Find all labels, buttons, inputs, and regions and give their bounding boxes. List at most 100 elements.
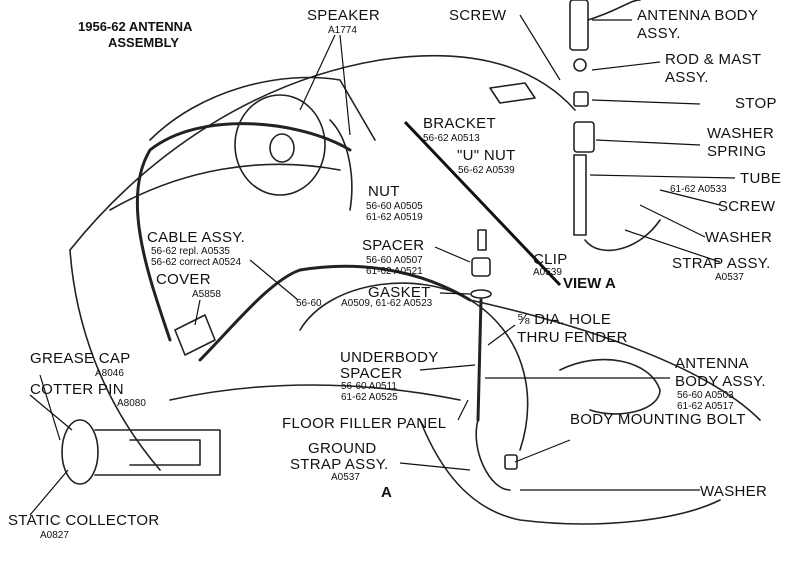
label-static-collector: STATIC COLLECTOR [8,512,160,529]
leader-hole [487,324,516,346]
label-grease-num: A8046 [95,368,124,379]
label-strap-assy: STRAP ASSY. [672,255,771,272]
leader-screw-top [519,14,561,81]
label-hole-2: THRU FENDER [517,329,628,346]
label-underbody-1: UNDERBODY [340,349,439,366]
label-nut-num2: 61-62 A0519 [366,212,423,223]
rod-mast-tip [573,58,587,72]
label-screw-right: SCREW [718,198,776,215]
leader-stop [591,99,701,105]
steering-wheel [234,94,326,196]
label-u-nut-num: 56-62 A0539 [458,165,515,176]
leader-speaker [299,34,351,136]
label-cable-assy: CABLE ASSY. [147,229,246,246]
car-door-line [69,249,161,471]
cover-box [174,314,216,356]
spacer-part [471,257,491,277]
label-antenna-body-b2: BODY ASSY. [675,373,766,390]
label-cable-num1: 56-62 repl. A0535 [151,246,230,257]
label-antenna-body-num2: 61-62 A0517 [677,401,734,412]
label-body-bolt: BODY MOUNTING BOLT [570,411,746,428]
car-headlight [559,358,661,415]
label-clip: CLIP [533,251,568,268]
label-strap-num: A0537 [715,272,744,283]
label-screw-top: SCREW [449,7,507,24]
nut-part [477,229,487,251]
label-view-a: VIEW A [563,275,616,292]
leader-static [29,469,69,516]
label-speaker-num: A1774 [328,25,357,36]
label-gasket: GASKET [368,284,431,301]
leader-screw-right [659,189,721,206]
leader-ground [399,462,471,471]
stop-part [573,91,589,107]
label-washer-spring-2: SPRING [707,143,767,160]
strap-part [584,219,661,252]
label-stop: STOP [735,95,777,112]
body-mounting-bolt-part [504,454,518,470]
diagram-title-line2: ASSEMBLY [108,35,180,50]
car-rocker [169,384,461,401]
label-static-num: A0827 [40,530,69,541]
tube-part [573,154,587,236]
label-gasket-num2: A0509, 61-62 A0523 [341,298,433,309]
leader-washer-right [639,204,706,238]
label-tube: TUBE [740,170,782,187]
label-grease-cap: GREASE CAP [30,350,131,367]
washer-spring-part [573,121,595,153]
label-washer-spring-1: WASHER [707,125,775,142]
label-underbody-2: SPACER [340,365,403,382]
leader-tube [589,174,736,179]
static-collector-part [61,419,99,485]
label-cover-num: A5858 [192,289,221,300]
car-hood-line [69,54,576,251]
label-view-marker: A [381,484,392,501]
label-antenna-body-1: ANTENNA BODY [637,7,759,24]
leader-cotter [29,394,73,431]
steering-hub [269,133,295,163]
leader-view-a-bar [403,120,562,287]
axle-part-2 [129,439,201,466]
label-tube-num: 61-62 A0533 [670,184,727,195]
axle-part [94,429,221,476]
label-gasket-num1: 56-60 [296,298,322,309]
leader-cover [194,299,201,326]
label-hole-1: ⅝ DIA. HOLE [517,311,612,328]
car-windshield [149,76,376,141]
label-spacer-num1: 56-60 A0507 [366,255,423,266]
label-antenna-body-b1: ANTENNA [675,355,749,372]
label-antenna-body-2: ASSY. [637,25,681,42]
leader-spacer [434,246,471,263]
label-bracket-num: 56-62 A0513 [423,133,480,144]
label-spacer-num2: 61-62 A0521 [366,266,423,277]
label-underbody-num1: 56-60 A0511 [341,381,397,392]
label-cover: COVER [156,271,211,288]
leader-gasket [439,292,471,295]
label-washer-right: WASHER [705,229,773,246]
label-spacer: SPACER [362,237,425,254]
ground-strap-line [475,419,511,491]
leader-floor-filler [457,399,469,421]
diagram-title-line1: 1956-62 ANTENNA [78,19,193,34]
label-u-nut: "U" NUT [457,147,516,164]
label-cotter-pin: COTTER PIN [30,381,124,398]
label-ground-strap-2: STRAP ASSY. [290,456,389,473]
label-antenna-body-num1: 56-60 A0503 [677,390,734,401]
car-wheel-well [419,419,721,525]
dashboard [329,119,353,211]
label-ground-num: A0537 [331,472,360,483]
bracket-part [489,82,536,104]
leader-strap [624,229,721,263]
leader-underbody [419,364,476,371]
antenna-body-cable [587,0,641,21]
antenna-body-top [569,0,589,51]
gasket-part [470,289,492,299]
label-cotter-num: A8080 [117,398,146,409]
antenna-mast-lower [476,298,483,422]
label-rod-mast-1: ROD & MAST [665,51,762,68]
leader-rod-mast [591,61,661,71]
leader-cable [249,259,299,301]
label-nut: NUT [368,183,400,200]
antenna-cable [135,122,352,342]
label-underbody-num2: 61-62 A0525 [341,392,398,403]
